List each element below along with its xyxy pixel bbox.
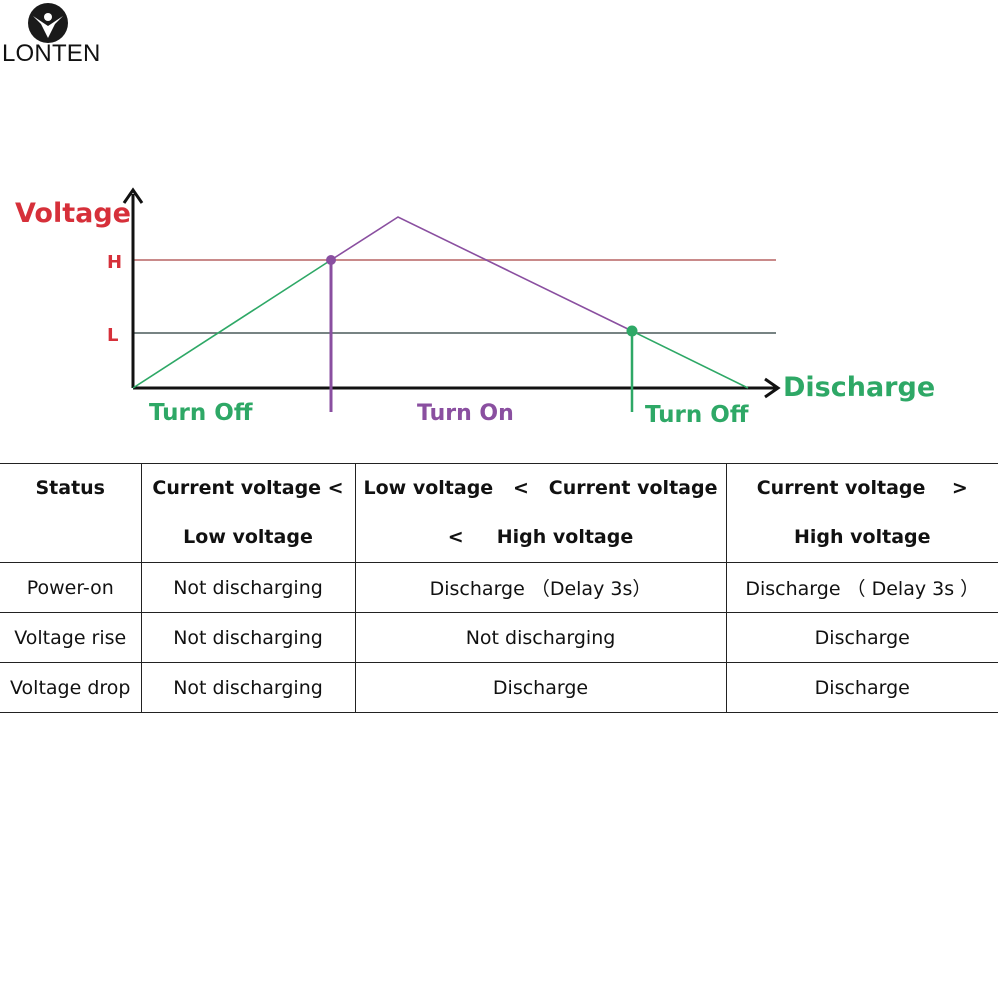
lonten-logo-icon	[28, 3, 68, 43]
header-status: Status	[0, 463, 142, 563]
table-row: Voltage drop Not discharging Discharge D…	[0, 662, 998, 713]
x-axis-label: Discharge	[783, 372, 935, 403]
row-status: Voltage drop	[0, 662, 142, 713]
row-cell: Not discharging	[140, 562, 356, 613]
high-level-label: H	[107, 252, 122, 273]
row-cell: Discharge	[354, 662, 727, 713]
table-header-row: Status Current voltage <Low voltage Low …	[0, 463, 998, 563]
table-row: Power-on Not discharging Discharge （Dela…	[0, 562, 998, 613]
low-level-label: L	[107, 325, 118, 346]
on-segment	[330, 216, 633, 332]
row-cell: Discharge	[725, 612, 998, 663]
fall-off-segment	[631, 330, 749, 389]
table-row: Voltage rise Not discharging Not dischar…	[0, 612, 998, 663]
turn-off-point	[626, 325, 638, 337]
row-status: Voltage rise	[0, 612, 142, 663]
header-above-high: Current voltage >High voltage	[725, 463, 998, 563]
header-below-low: Current voltage <Low voltage	[140, 463, 356, 563]
turn-on-point	[326, 255, 336, 265]
row-cell: Discharge （Delay 3s）	[354, 562, 727, 613]
y-axis-arrow	[122, 187, 144, 204]
state-off-end-label: Turn Off	[645, 402, 749, 428]
row-status: Power-on	[0, 562, 142, 613]
brand-name: LONTEN	[2, 40, 101, 67]
rise-off-segment	[132, 259, 332, 389]
row-cell: Not discharging	[354, 612, 727, 663]
row-cell: Discharge （ Delay 3s ）	[725, 562, 998, 613]
row-cell: Not discharging	[140, 662, 356, 713]
discharge-diagram: Voltage H L Discharge Turn Off Turn On T…	[15, 187, 935, 428]
state-off-start-label: Turn Off	[149, 400, 253, 426]
x-axis-arrow	[764, 377, 781, 399]
header-between-low-high: Low voltage < Current voltage< High volt…	[354, 463, 727, 563]
row-cell: Discharge	[725, 662, 998, 713]
discharge-status-table: Status Current voltage <Low voltage Low …	[0, 463, 998, 713]
brand-logo: LONTEN	[0, 0, 100, 76]
y-axis-label: Voltage	[15, 198, 131, 229]
state-on-label: Turn On	[417, 401, 514, 426]
row-cell: Not discharging	[140, 612, 356, 663]
